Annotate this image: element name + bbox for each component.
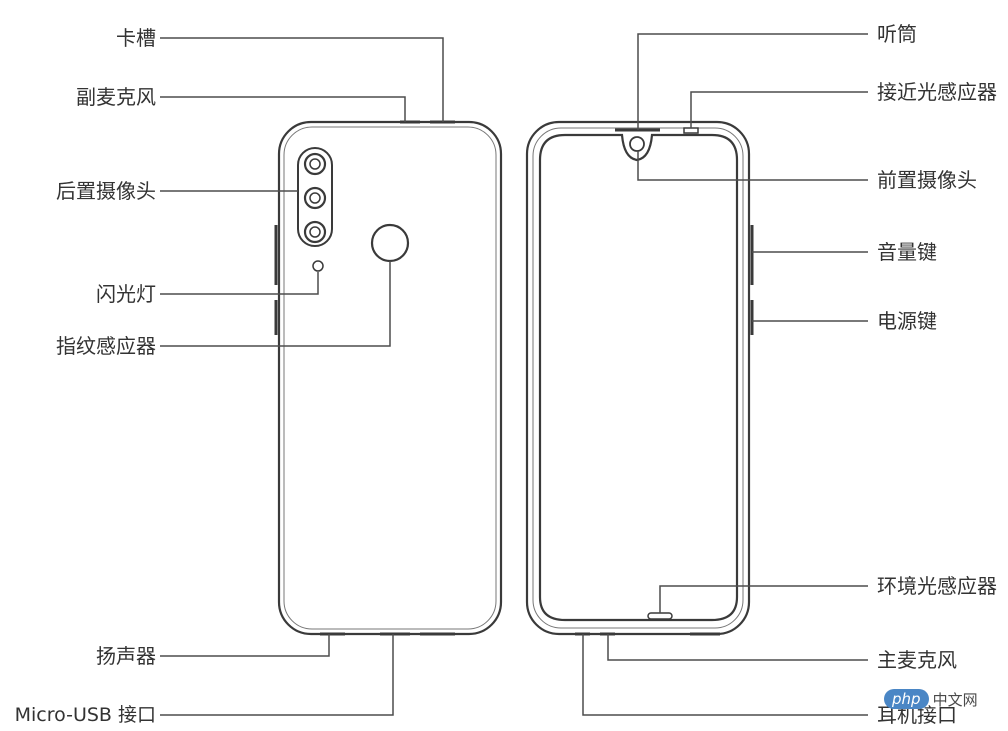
phone-front-bezel	[532, 127, 744, 629]
rear-camera-lens-3	[303, 220, 327, 244]
label-main-mic: 主麦克风	[877, 648, 957, 672]
label-earpiece: 听筒	[877, 22, 917, 46]
watermark: php 中文网	[884, 684, 1002, 714]
ambient-light-sensor-slot	[647, 612, 673, 620]
leader-front-camera	[637, 151, 868, 181]
rear-camera-lens-2	[303, 186, 327, 210]
leader-earpiece	[637, 33, 868, 130]
leader-fingerprint	[160, 261, 391, 347]
label-speaker: 扬声器	[96, 644, 156, 668]
label-power-key: 电源键	[877, 309, 937, 333]
rear-camera-module	[297, 147, 333, 247]
label-fingerprint: 指纹感应器	[56, 334, 156, 358]
phone-front-screen	[538, 133, 739, 622]
leader-main-mic	[607, 634, 868, 661]
leader-flash	[160, 272, 319, 295]
leader-speaker	[160, 634, 330, 657]
label-front-camera: 前置摄像头	[877, 168, 977, 192]
label-micro-usb: Micro-USB 接口	[14, 704, 156, 726]
rear-camera-lens-1	[303, 152, 327, 176]
leader-ambient-light	[659, 585, 868, 613]
watermark-badge: php	[884, 689, 929, 709]
label-proximity-sensor: 接近光感应器	[877, 80, 997, 104]
leader-card-slot	[160, 37, 444, 122]
label-secondary-mic: 副麦克风	[76, 85, 156, 109]
leader-proximity	[690, 91, 868, 128]
watermark-text: 中文网	[932, 690, 978, 709]
leader-micro-usb	[160, 634, 394, 716]
phone-back-inner-edge	[283, 126, 497, 630]
front-camera-lens	[629, 136, 645, 152]
label-ambient-light-sensor: 环境光感应器	[877, 574, 997, 598]
phone-front-body	[525, 120, 751, 636]
label-flash: 闪光灯	[96, 282, 156, 306]
flash-light	[312, 260, 324, 272]
label-volume-key: 音量键	[877, 240, 937, 264]
label-card-slot: 卡槽	[116, 26, 156, 50]
leader-headphone-jack	[582, 634, 868, 716]
leader-secondary-mic	[160, 96, 406, 122]
phone-back-body	[277, 120, 503, 636]
label-rear-camera: 后置摄像头	[56, 179, 156, 203]
fingerprint-sensor	[370, 223, 410, 263]
